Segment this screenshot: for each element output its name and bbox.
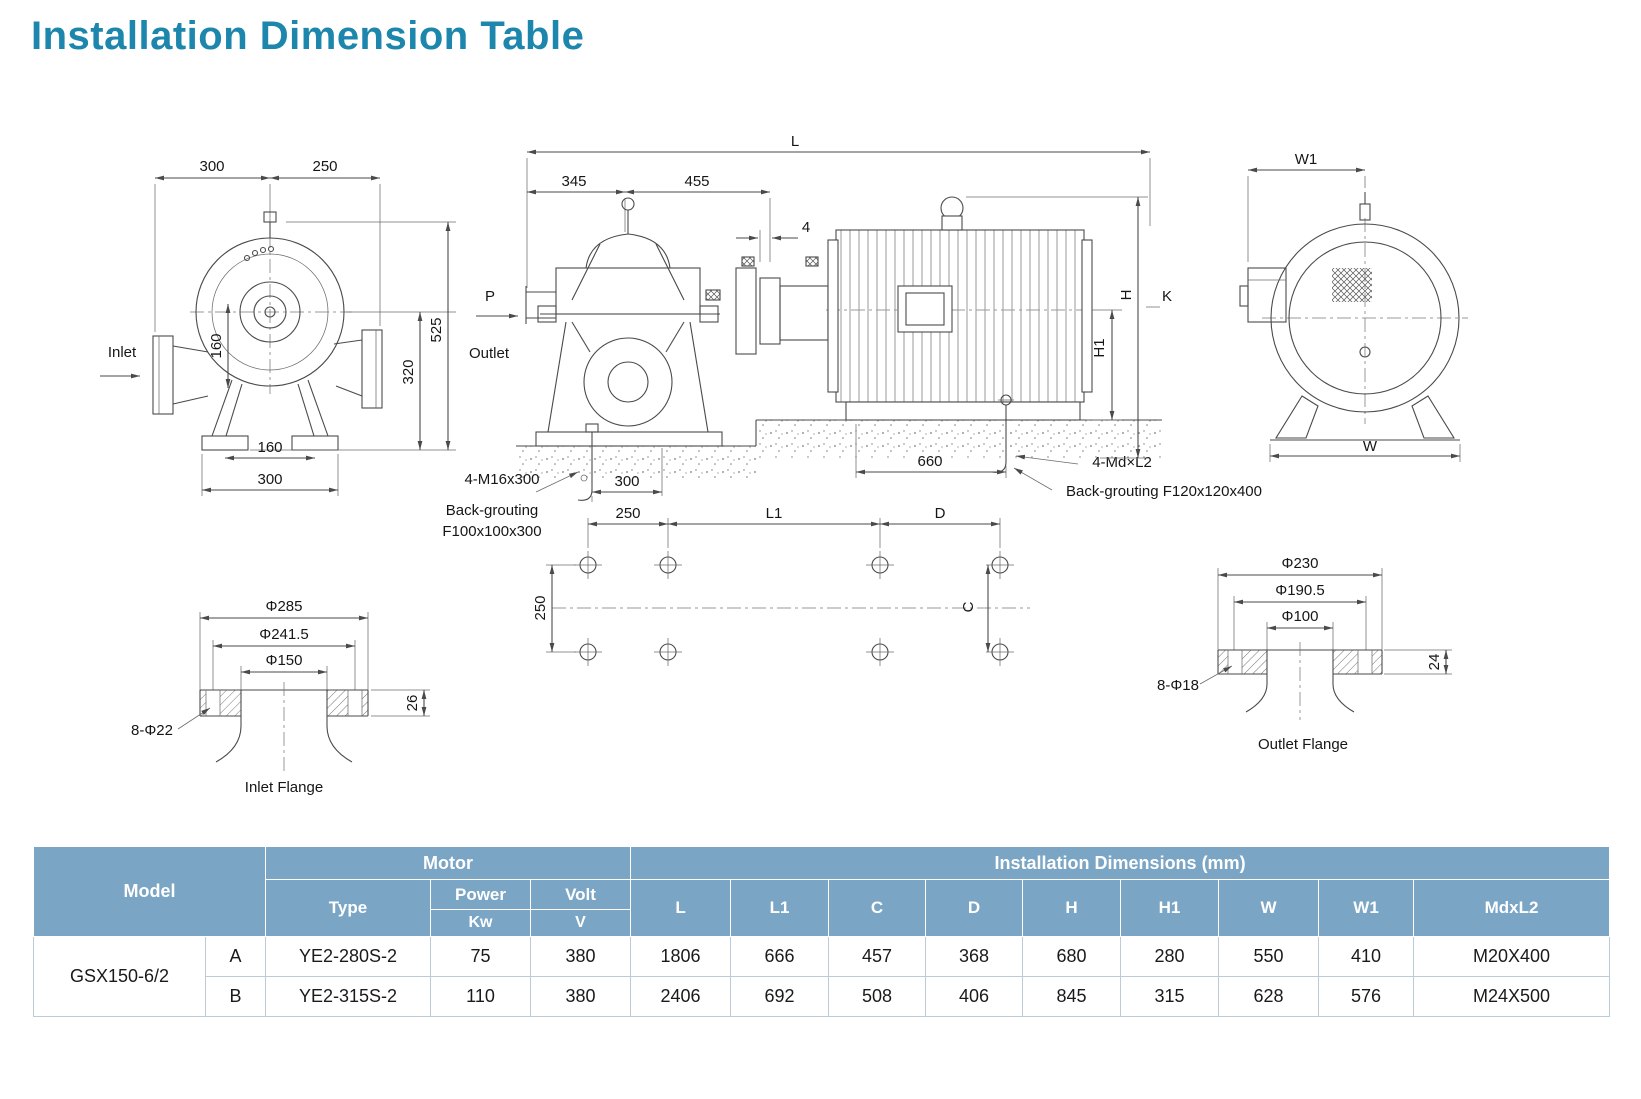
variant-cell: B — [205, 976, 266, 1017]
volt-cell: 380 — [529, 976, 632, 1017]
page-title: Installation Dimension Table — [31, 14, 585, 58]
dim-label: C — [960, 601, 977, 612]
foundation-plan: 250 L1 D 250 C — [532, 505, 1030, 666]
header-volt: Volt — [529, 879, 632, 910]
inlet-flange-drawing: Φ285 Φ241.5 Φ150 8-Φ22 — [131, 598, 430, 796]
motor-bolt-note: 4-Md×L2 — [1092, 454, 1152, 471]
dim-label: W1 — [1295, 151, 1318, 168]
bolt-note: 8-Φ18 — [1157, 677, 1199, 694]
dim-cell-W: 628 — [1218, 976, 1320, 1017]
header-col-L1: L1 — [730, 879, 830, 937]
dim-cell-H: 845 — [1022, 976, 1122, 1017]
dim-label: Φ285 — [266, 598, 303, 615]
pump-bolt-note: 4-M16x300 — [464, 471, 539, 488]
dim-label: Φ100 — [1282, 608, 1319, 625]
inlet-label: Inlet — [108, 344, 137, 361]
motor-end-view: W1 W — [1239, 151, 1468, 462]
installation-table: Model Motor Installation Dimensions (mm)… — [33, 846, 1611, 1017]
dim-label: H1 — [1091, 338, 1108, 357]
model-cell: GSX150-6/2 — [33, 936, 206, 1017]
header-model: Model — [33, 846, 266, 937]
technical-drawings: 300 250 — [100, 133, 1468, 796]
dim-label: Φ241.5 — [259, 626, 309, 643]
dim-cell-L1: 692 — [730, 976, 830, 1017]
outlet-flange-drawing: Φ230 Φ190.5 Φ100 8-Φ18 — [1157, 555, 1452, 753]
header-type: Type — [265, 879, 431, 937]
header-volt-unit: V — [529, 909, 632, 937]
bolt-note: 8-Φ22 — [131, 722, 173, 739]
pump-side-view: 300 250 — [100, 158, 456, 496]
type-cell: YE2-315S-2 — [265, 976, 431, 1017]
dim-label: Φ150 — [266, 652, 303, 669]
dim-cell-C: 508 — [828, 976, 927, 1017]
motor-grout-note: Back-grouting F120x120x400 — [1066, 483, 1262, 500]
header-col-L: L — [630, 879, 732, 937]
volt-cell: 380 — [529, 936, 632, 977]
header-col-W1: W1 — [1318, 879, 1415, 937]
dim-cell-H1: 315 — [1120, 976, 1220, 1017]
dim-label: L1 — [766, 505, 783, 522]
dim-label: 345 — [561, 173, 586, 190]
pump-grout-note: Back-grouting — [446, 502, 539, 519]
dim-cell-L1: 666 — [730, 936, 830, 977]
dim-cell-W1: 410 — [1318, 936, 1415, 977]
power-cell: 75 — [430, 936, 531, 977]
dim-cell-W: 550 — [1218, 936, 1320, 977]
table-row: B YE2-315S-2 110 380 2406 692 508 406 84… — [34, 976, 1611, 1017]
dim-label: 26 — [404, 695, 421, 712]
dim-label: W — [1363, 438, 1378, 455]
dim-label: 320 — [400, 359, 417, 384]
dim-cell-H1: 280 — [1120, 936, 1220, 977]
dim-label: 660 — [917, 453, 942, 470]
header-power-unit: Kw — [430, 909, 531, 937]
port-label: P — [485, 288, 495, 305]
dim-cell-MdxL2: M20X400 — [1413, 936, 1611, 977]
pump-grout-note: F100x100x300 — [442, 523, 541, 540]
table-row: GSX150-6/2 A YE2-280S-2 75 380 1806 666 … — [33, 936, 1611, 1017]
header-power: Power — [430, 879, 531, 910]
header-col-H: H — [1022, 879, 1122, 937]
dim-label: 455 — [684, 173, 709, 190]
dim-label: K — [1162, 288, 1172, 305]
dim-cell-L: 2406 — [630, 976, 732, 1017]
dim-label: 300 — [199, 158, 224, 175]
dim-label: D — [935, 505, 946, 522]
dim-cell-D: 368 — [925, 936, 1024, 977]
header-installation: Installation Dimensions (mm) — [630, 846, 1611, 880]
dim-cell-W1: 576 — [1318, 976, 1415, 1017]
dim-cell-C: 457 — [828, 936, 927, 977]
dim-label: 250 — [312, 158, 337, 175]
dim-label: 160 — [208, 333, 225, 358]
pump-motor-assembly: L 345 455 4 — [442, 133, 1262, 540]
outlet-label: Outlet — [469, 345, 510, 362]
dim-label: L — [791, 133, 799, 150]
dim-cell-L: 1806 — [630, 936, 732, 977]
dim-label: H — [1118, 290, 1135, 301]
header-col-W: W — [1218, 879, 1320, 937]
header-col-H1: H1 — [1120, 879, 1220, 937]
header-col-D: D — [925, 879, 1024, 937]
dim-label: 24 — [1426, 654, 1443, 671]
inlet-flange-caption: Inlet Flange — [245, 779, 323, 796]
dim-label: Φ190.5 — [1275, 582, 1325, 599]
dim-label: 250 — [615, 505, 640, 522]
dim-label: 250 — [532, 595, 549, 620]
dim-cell-D: 406 — [925, 976, 1024, 1017]
power-cell: 110 — [430, 976, 531, 1017]
dim-label: Φ230 — [1282, 555, 1319, 572]
dim-cell-MdxL2: M24X500 — [1413, 976, 1611, 1017]
outlet-flange-caption: Outlet Flange — [1258, 736, 1348, 753]
dim-label: 525 — [428, 317, 445, 342]
dim-cell-H: 680 — [1022, 936, 1122, 977]
dim-label: 160 — [257, 439, 282, 456]
dim-label: 300 — [614, 473, 639, 490]
header-col-MdxL2: MdxL2 — [1413, 879, 1611, 937]
dim-label: 300 — [257, 471, 282, 488]
type-cell: YE2-280S-2 — [265, 936, 431, 977]
header-col-C: C — [828, 879, 927, 937]
dim-label: 4 — [802, 219, 810, 236]
variant-cell: A — [205, 936, 266, 977]
header-motor: Motor — [264, 846, 632, 880]
